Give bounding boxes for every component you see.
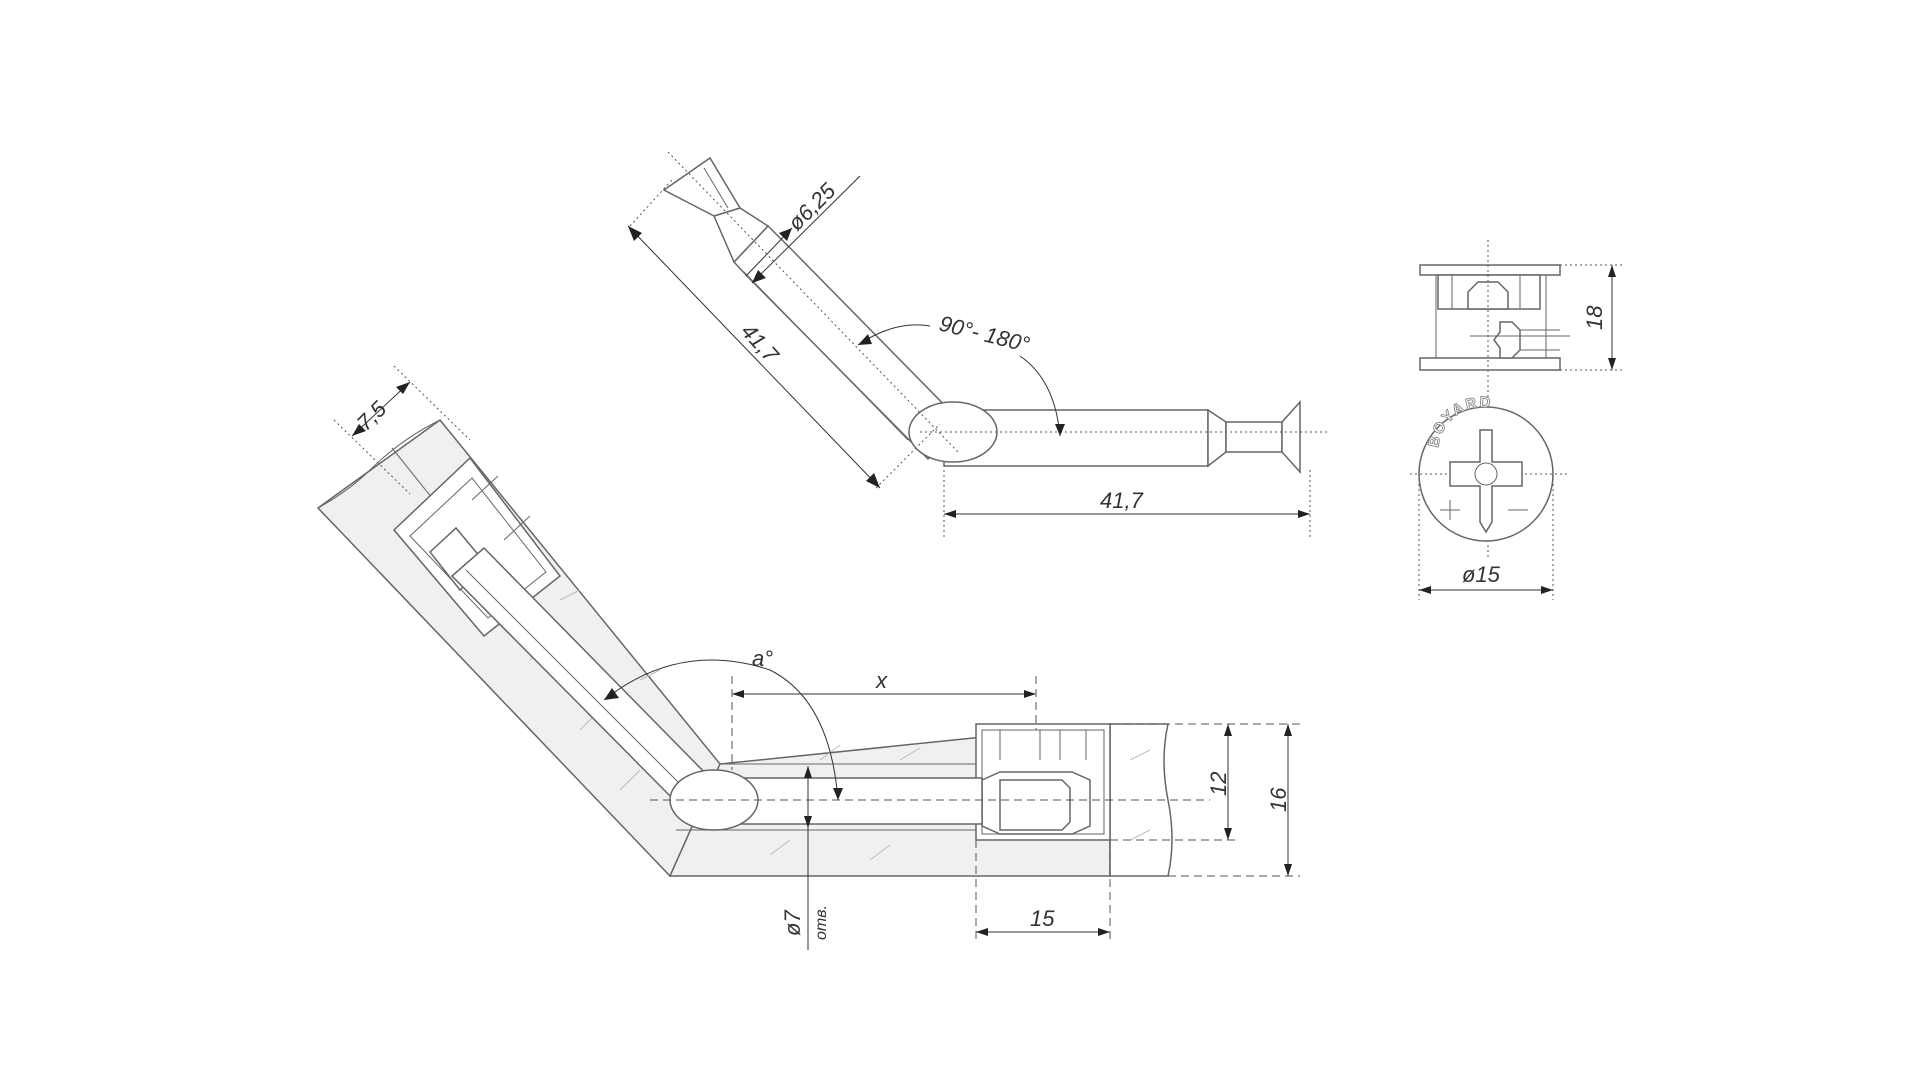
cam-side-view: 18 <box>1419 240 1622 560</box>
label-angle-range: 90°- 180° <box>937 311 1033 358</box>
label-panel-thickness: 16 <box>1266 787 1291 812</box>
bolt-straight <box>715 777 983 825</box>
label-cam-diameter: ø15 <box>1462 562 1501 587</box>
connector-bolt-view: ø6,25 41,7 90°- 180° 41,7 <box>627 151 1330 540</box>
label-length-diagonal: 41,7 <box>736 319 784 368</box>
cam-side-bottom-flange <box>1419 357 1561 371</box>
cam-side-top-flange <box>1419 264 1561 276</box>
bolt-horizontal-neck <box>1207 408 1227 468</box>
cam-top-view: BOYARD ø15 <box>1410 393 1570 600</box>
panel-break-right <box>1109 723 1173 877</box>
bolt-horizontal-head <box>1281 400 1301 474</box>
label-diameter-top: ø6,25 <box>783 178 841 236</box>
label-length-horizontal: 41,7 <box>1100 488 1144 513</box>
bolt-diagonal-head <box>662 156 742 217</box>
angled-panel <box>316 418 721 878</box>
bolt-horizontal-collar <box>1225 421 1283 453</box>
label-side-height: 18 <box>1582 305 1607 330</box>
label-angle-symbol: a° <box>752 646 773 671</box>
label-distance-x: x <box>875 668 888 693</box>
label-hole-diameter: ø7 <box>780 910 805 936</box>
cam-cross-slot <box>1449 429 1523 534</box>
bolt-ball-joint <box>908 401 998 463</box>
assembled-joint-view: 7,5 a° x 12 16 ø7 отв. <box>316 365 1300 950</box>
label-hole-note: отв. <box>813 905 830 940</box>
label-inner-height: 12 <box>1206 772 1231 796</box>
label-cam-depth: 15 <box>1030 906 1055 931</box>
